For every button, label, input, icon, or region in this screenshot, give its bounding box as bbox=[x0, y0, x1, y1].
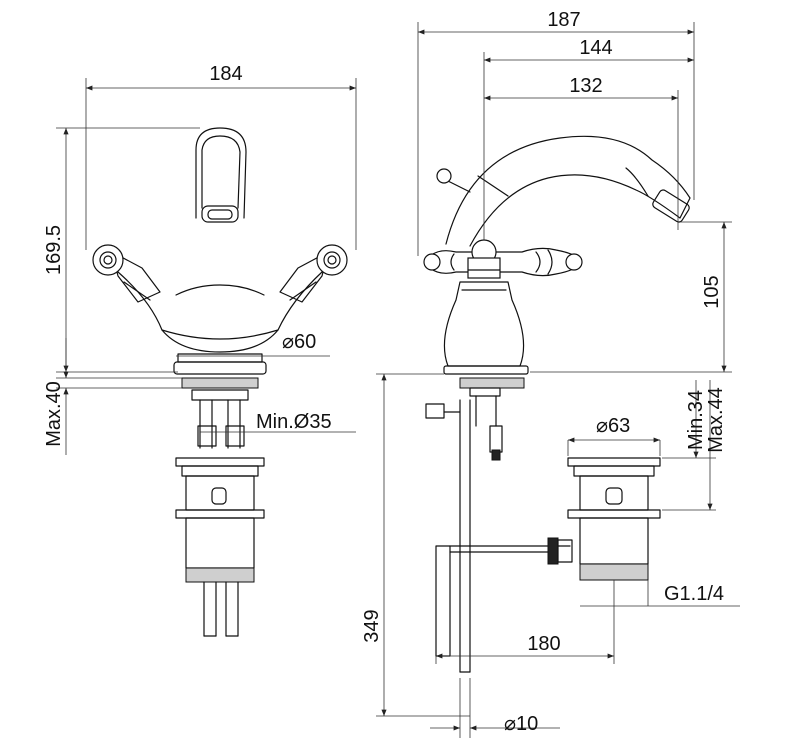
dim-min-35: Min.Ø35 bbox=[256, 411, 332, 433]
dim-10: ⌀10 bbox=[504, 713, 538, 735]
dim-180: 180 bbox=[527, 633, 560, 655]
front-view bbox=[92, 127, 348, 637]
left-handle bbox=[92, 244, 161, 303]
side-body bbox=[443, 281, 525, 367]
dim-349: 349 bbox=[361, 609, 383, 642]
dim-max-40: Max.40 bbox=[43, 381, 65, 447]
dim-169-5: 169.5 bbox=[43, 225, 65, 275]
dim-63: ⌀63 bbox=[596, 415, 630, 437]
right-handle bbox=[279, 244, 348, 303]
dim-187: 187 bbox=[547, 9, 580, 31]
dim-max-44: Max.44 bbox=[705, 387, 727, 453]
front-spout bbox=[195, 127, 247, 219]
front-dimensions: 184 169.5 ⌀60 Max.40 Min.Ø35 bbox=[43, 63, 357, 455]
dim-184: 184 bbox=[209, 63, 242, 85]
dim-144: 144 bbox=[579, 37, 612, 59]
dim-132: 132 bbox=[569, 75, 602, 97]
dim-105: 105 bbox=[701, 275, 723, 308]
side-dimensions: 187 144 132 105 ⌀63 Min.34 Max.44 G1.1/4 bbox=[361, 9, 740, 738]
side-view bbox=[423, 135, 691, 673]
dim-min-34: Min.34 bbox=[685, 390, 707, 450]
dim-60: ⌀60 bbox=[282, 331, 316, 353]
side-handle bbox=[423, 239, 583, 279]
front-waste bbox=[175, 457, 265, 637]
dim-g-1-1-4: G1.1/4 bbox=[664, 583, 724, 605]
front-body bbox=[117, 271, 323, 340]
side-spout bbox=[445, 135, 691, 247]
side-waste bbox=[567, 457, 661, 581]
